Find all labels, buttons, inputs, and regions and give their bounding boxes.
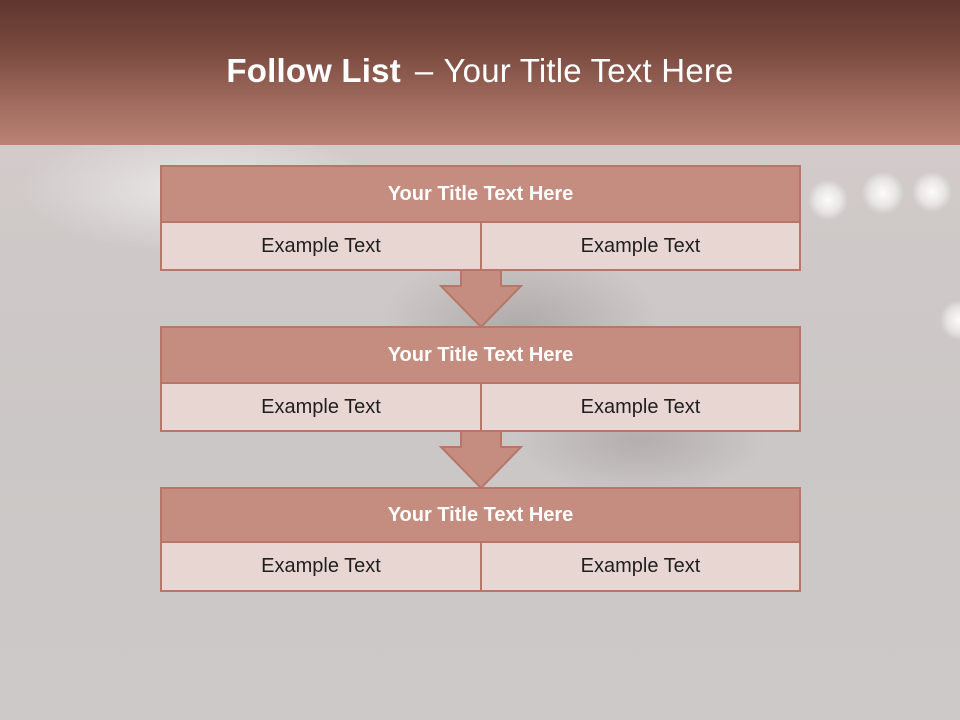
step-title: Your Title Text Here bbox=[160, 165, 801, 223]
step-title: Your Title Text Here bbox=[160, 487, 801, 543]
step-cell-left: Example Text bbox=[160, 221, 482, 271]
title-dash: – bbox=[414, 52, 434, 89]
step-box-1: Your Title Text Here Example Text Exampl… bbox=[160, 165, 801, 271]
title-main: Follow List bbox=[226, 52, 401, 89]
step-cell-right: Example Text bbox=[480, 382, 801, 432]
step-cell-left: Example Text bbox=[160, 541, 482, 592]
page-title: Follow List–Your Title Text Here bbox=[0, 52, 960, 90]
title-sub: Your Title Text Here bbox=[443, 52, 734, 89]
background-bokeh bbox=[862, 172, 904, 214]
header-band bbox=[0, 0, 960, 145]
step-box-2: Your Title Text Here Example Text Exampl… bbox=[160, 326, 801, 432]
down-arrow-icon bbox=[439, 430, 523, 490]
background-bokeh bbox=[808, 180, 848, 220]
background-bokeh bbox=[912, 172, 952, 212]
step-title: Your Title Text Here bbox=[160, 326, 801, 384]
background-bokeh bbox=[940, 300, 960, 340]
step-cell-left: Example Text bbox=[160, 382, 482, 432]
step-box-3: Your Title Text Here Example Text Exampl… bbox=[160, 487, 801, 592]
down-arrow-icon bbox=[439, 269, 523, 329]
step-cell-right: Example Text bbox=[480, 221, 801, 271]
step-cell-right: Example Text bbox=[480, 541, 801, 592]
